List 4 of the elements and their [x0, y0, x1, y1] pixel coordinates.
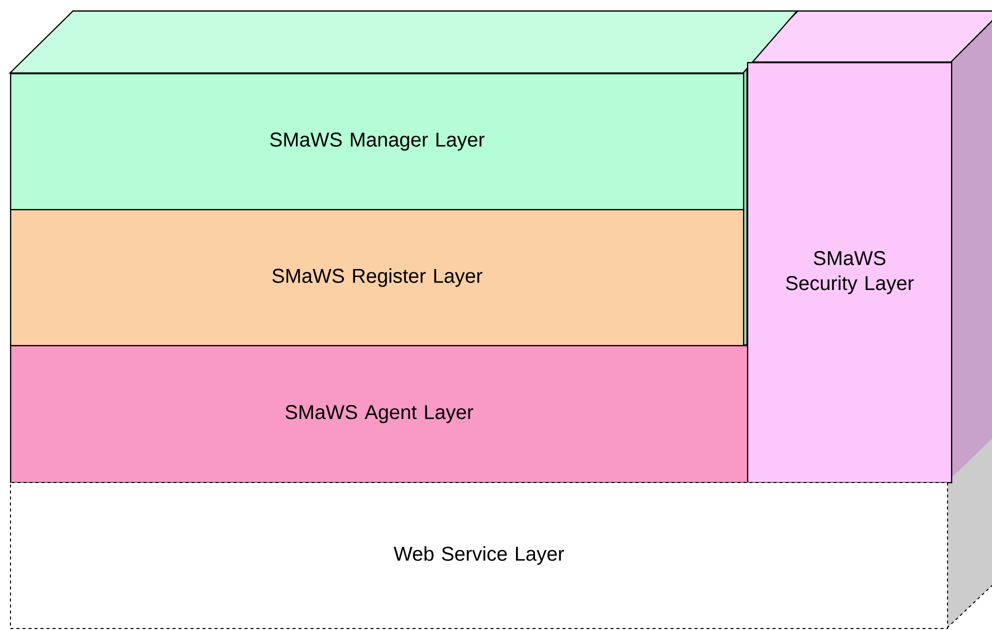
layer-block: SMaWS Register Layer [10, 209, 744, 346]
layer-block: SMaWS Agent Layer [10, 345, 748, 484]
layer-box: Web Service Layer [10, 482, 948, 629]
layer-block: SMaWS Security Layer [747, 62, 952, 484]
